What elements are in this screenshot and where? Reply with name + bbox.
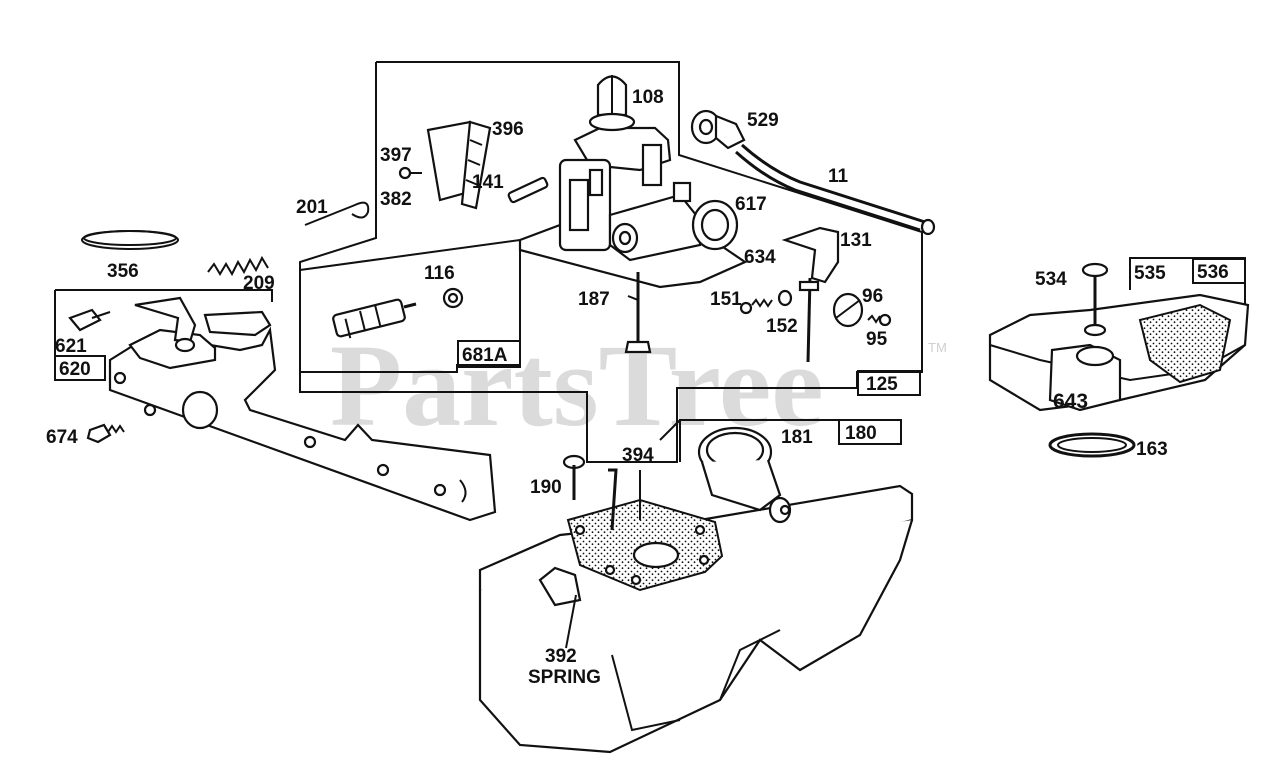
leader-392 [565,594,577,649]
label-382: 382 [380,189,412,210]
elbow-529 [690,109,746,150]
control-plate-620 [108,326,497,522]
gasket-643 [1048,343,1122,412]
carburetor-outline-box [299,61,923,463]
boxed-label-180: 180 [838,419,902,445]
label-396: 396 [492,119,524,140]
part-labels: 108 396 397 382 201 141 529 11 617 131 6… [46,87,1168,688]
label-141: 141 [472,172,504,193]
label-634: 634 [744,247,776,268]
label-674: 674 [46,427,78,448]
diaphragm-394 [566,498,724,592]
spring-151 [739,298,773,315]
label-125: 125 [866,374,898,395]
label-96: 96 [862,286,883,307]
clip-621 [68,308,111,332]
screw-382 [398,166,422,180]
label-397: 397 [380,145,412,166]
screw-95 [867,313,892,327]
label-617: 617 [735,194,767,215]
label-131: 131 [840,230,872,251]
label-201: 201 [296,197,328,218]
throttle-shaft-152 [798,277,820,363]
label-534: 534 [1035,269,1067,290]
valve-96 [832,292,864,328]
screw-190 [562,454,586,500]
filter-element-535 [1138,303,1232,384]
label-11: 11 [828,166,849,187]
watermark-trademark: TM [928,340,947,355]
spring-209 [207,255,269,277]
ring-116 [442,287,464,309]
bolt-534 [1081,262,1109,337]
control-lever [128,296,272,370]
choke-valve-108 [588,75,636,132]
fuel-tank-180 [478,419,914,754]
spark-plug-kit-box [299,238,521,373]
governor-bracket-396 [426,120,492,210]
label-536: 536 [1197,262,1229,283]
label-152: 152 [766,316,798,337]
label-394: 394 [622,445,654,466]
boxed-label-125: 125 [857,370,921,396]
label-535: 535 [1134,263,1166,284]
leader-187 [627,295,639,301]
label-spring: SPRING [528,667,601,688]
boxed-label-620: 620 [54,355,106,381]
throttle-lever-131 [781,226,840,284]
gasket-ring-163 [1048,432,1136,458]
spring-392 [608,468,618,531]
label-356: 356 [107,261,139,282]
filler-neck-181 [697,426,782,512]
label-681a: 681A [462,345,508,366]
label-620: 620 [59,359,91,380]
label-190: 190 [530,477,562,498]
label-209: 209 [243,273,275,294]
screw-674 [86,423,125,444]
label-163: 163 [1136,439,1168,460]
label-108: 108 [632,87,664,108]
label-95: 95 [866,329,888,350]
label-392: 392 [545,646,577,667]
label-529: 529 [747,110,779,131]
label-187: 187 [578,289,610,310]
washer-152-small [777,289,793,307]
label-180: 180 [845,423,877,444]
spark-plug [332,298,417,339]
bolt-187 [624,272,652,354]
shaft-141 [507,176,549,204]
label-116: 116 [424,263,455,284]
label-621: 621 [55,336,87,357]
fuel-tank-180-box [679,419,840,462]
carburetor-body [518,75,748,289]
bracket-620-outline [54,289,273,355]
label-643: 643 [1053,390,1088,413]
fuel-pipe-11 [734,143,936,236]
boxed-label-681a: 681A [457,340,521,368]
label-181: 181 [781,427,813,448]
boxed-label-536: 536 [1192,258,1246,284]
label-151: 151 [710,289,742,310]
link-201 [304,201,370,226]
spring-356 [81,230,179,250]
